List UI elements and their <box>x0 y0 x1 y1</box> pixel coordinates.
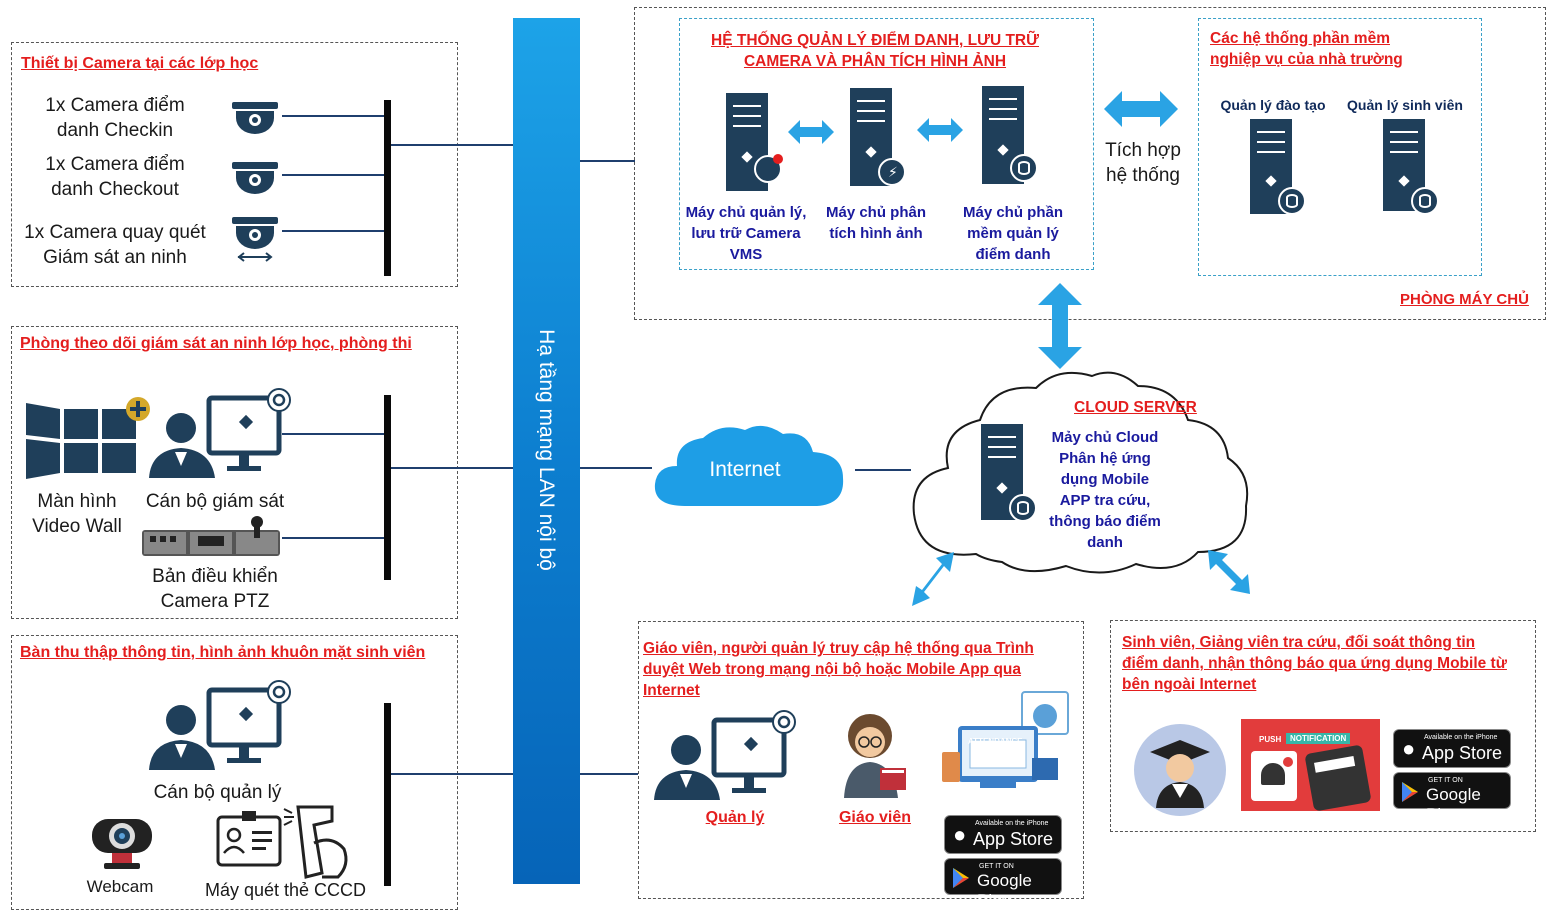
webcam-icon <box>92 819 152 869</box>
teacher-section-title: Giáo viên, người quản lý truy cập hệ thố… <box>643 640 1034 699</box>
connector-line <box>580 773 638 775</box>
google-play-badge[interactable]: GET IT ON Google Play <box>944 858 1062 910</box>
teacher-manager-label: Quản lý <box>705 809 765 826</box>
connector-line <box>391 773 513 775</box>
collect-section-title: Bàn thu thập thông tin, hình ảnh khuôn m… <box>20 644 426 661</box>
connector-line <box>282 115 384 117</box>
internet-label: Internet <box>709 458 781 481</box>
student-section <box>1110 620 1536 832</box>
bell-icon <box>1251 751 1297 801</box>
manager-workstation-icon <box>654 710 796 800</box>
connector-line <box>855 469 911 471</box>
graduate-student-icon <box>1134 724 1226 816</box>
cloud-server-icon <box>981 424 1037 522</box>
double-arrow-icon <box>917 118 963 142</box>
connector-line <box>282 174 384 176</box>
monitor-section-title: Phòng theo dõi giám sát an ninh lớp học,… <box>20 335 412 352</box>
google-play-badge[interactable]: GET IT ON Google Play <box>1393 772 1511 824</box>
vms-server-icon <box>726 93 783 191</box>
connector-line <box>580 160 635 162</box>
connector-line <box>282 230 384 232</box>
diagonal-arrow-icon <box>912 552 954 606</box>
attendance-server-icon <box>982 86 1038 184</box>
connector-line <box>391 144 513 146</box>
analytics-server-icon: ⚡ <box>850 88 906 186</box>
apple-icon: ● <box>953 822 967 847</box>
video-wall-icon <box>26 397 150 479</box>
collect-section <box>11 635 458 910</box>
manager-workstation-icon <box>149 680 291 770</box>
google-play-icon <box>953 868 969 888</box>
collect-switch-bar <box>384 703 391 886</box>
supervisor-label: Cán bộ giám sát <box>145 491 285 512</box>
server-room <box>634 7 1546 320</box>
ptz-controller-icon <box>142 516 280 556</box>
attendance-app-illustration <box>942 691 1069 788</box>
vertical-double-arrow-icon <box>1038 283 1082 369</box>
lan-backbone <box>513 18 580 884</box>
ptz-camera-icon <box>232 217 278 262</box>
push-notification-panel: PUSH NOTIFICATION <box>1241 719 1380 812</box>
diagonal-arrow-icon <box>1208 550 1250 594</box>
cloud-server-cloud <box>912 371 1249 574</box>
monitor-switch-bar <box>384 395 391 580</box>
teacher-label: Giáo viên <box>838 809 912 826</box>
phone-icon <box>1304 744 1372 812</box>
google-play-icon <box>1402 782 1418 802</box>
collect-manager-label: Cán bộ quản lý <box>153 782 282 803</box>
teacher-icon <box>844 714 906 798</box>
training-server-icon <box>1250 119 1306 215</box>
student-mgmt-label: Quản lý sinh viên <box>1347 97 1463 113</box>
dome-camera-icon <box>232 162 278 194</box>
teacher-section <box>638 621 1084 899</box>
cloud-server-title: CLOUD SERVER <box>1074 399 1197 416</box>
integration-arrow-icon <box>1104 91 1178 127</box>
apple-icon: ● <box>1402 736 1416 761</box>
id-card-scanner-icon <box>216 805 348 879</box>
scanner-label: Máy quét thẻ CCCD <box>204 880 367 900</box>
attendance-caption: ATTENDANCE <box>968 737 1023 746</box>
double-arrow-icon <box>788 120 834 144</box>
app-store-badge[interactable]: ● Available on the iPhone App Store <box>1393 729 1511 768</box>
server-room-label: PHÒNG MÁY CHỦ <box>1400 291 1529 308</box>
connector-line <box>391 467 513 469</box>
student-server-icon <box>1383 119 1439 215</box>
connector-line <box>580 467 652 469</box>
app-store-badge[interactable]: ● Available on the iPhone App Store <box>944 815 1062 854</box>
connector-line <box>282 537 384 539</box>
camera-switch-bar <box>384 100 391 276</box>
camera-section-title: Thiết bị Camera tại các lớp học <box>21 55 259 72</box>
connector-line <box>282 433 384 435</box>
supervisor-workstation-icon <box>149 388 291 478</box>
dome-camera-icon <box>232 102 278 134</box>
training-mgmt-label: Quản lý đào tạo <box>1220 97 1326 113</box>
student-section-title: Sinh viên, Giảng viên tra cứu, đối soát … <box>1122 634 1507 693</box>
webcam-label: Webcam <box>86 877 154 896</box>
attendance-system-box <box>679 18 1094 270</box>
school-software-box <box>1198 18 1482 276</box>
camera-section <box>11 42 458 287</box>
lan-label: Hạ tầng mạng LAN nội bộ <box>535 329 558 571</box>
monitor-section <box>11 326 458 619</box>
internet-cloud-icon <box>654 425 844 506</box>
